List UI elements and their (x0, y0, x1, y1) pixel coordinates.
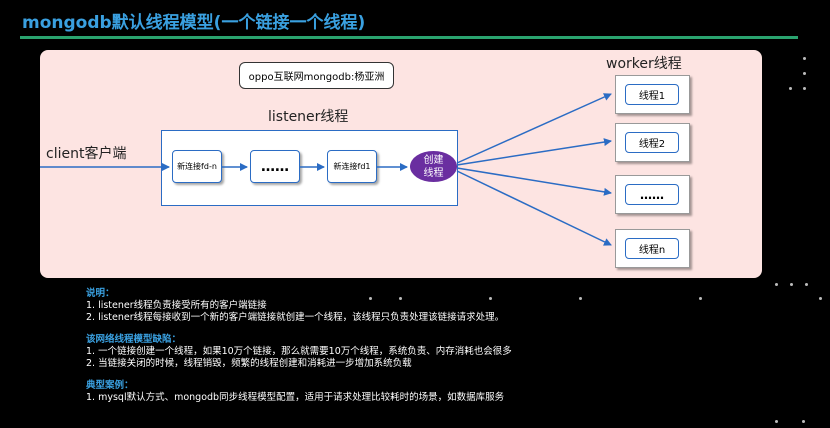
notes-item: 1. mysql默认方式、mongodb同步线程模型配置，适用于请求处理比较耗时… (86, 392, 505, 403)
decor-dot (399, 297, 402, 300)
arrow-to-worker-ellipsis (456, 167, 612, 196)
decor-dot (790, 283, 793, 286)
notes-item: 2. 当链接关闭的时候，线程销毁，频繁的线程创建和消耗进一步增加系统负载 (86, 358, 412, 369)
ellipsis-node: …… (250, 150, 300, 183)
create-thread-line1: 创建 (423, 154, 444, 166)
decor-dot (579, 297, 582, 300)
notes-item: 1. 一个链接创建一个线程，如果10万个链接，那么就需要10万个线程，系统负责、… (86, 346, 512, 357)
decor-dot (803, 72, 806, 75)
decor-dot (369, 297, 372, 300)
worker-box-1: 线程1 (615, 75, 690, 114)
arrow-to-worker-2 (456, 138, 612, 166)
worker-thread-2: 线程2 (625, 132, 679, 153)
worker-box-2: 线程2 (615, 123, 690, 162)
create-thread-line2: 线程 (423, 167, 444, 179)
decor-dot (803, 87, 806, 90)
worker-label: worker线程 (606, 56, 682, 72)
decor-dot (789, 87, 792, 90)
listener-label: listener线程 (268, 109, 349, 125)
new-conn-1-node: 新连接fd1 (327, 150, 377, 183)
decor-dot (802, 420, 805, 423)
notes-section: 说明： 1. listener线程负责接受所有的客户端链接 2. listene… (86, 288, 512, 404)
title-underline (20, 36, 798, 39)
new-conn-n-node: 新连接fd-n (172, 150, 222, 183)
notes-heading-2: 该网络线程模型缺陷： (86, 334, 182, 345)
worker-box-n: 线程n (615, 229, 690, 268)
arrow-to-worker-1 (456, 93, 612, 164)
decor-dot (819, 297, 822, 300)
client-label: client客户端 (46, 146, 127, 162)
arrow-to-worker-n (456, 170, 612, 246)
decor-dot (775, 420, 778, 423)
author-credit: oppo互联网mongodb:杨亚洲 (239, 62, 394, 89)
worker-thread-ellipsis: …… (625, 184, 679, 205)
notes-heading-1: 说明： (86, 288, 115, 299)
decor-dot (775, 283, 778, 286)
notes-item: 2. listener线程每接收到一个新的客户端链接就创建一个线程，该线程只负责… (86, 312, 505, 323)
notes-item: 1. listener线程负责接受所有的客户端链接 (86, 300, 267, 311)
worker-thread-1: 线程1 (625, 84, 679, 105)
decor-dot (803, 57, 806, 60)
decor-dot (805, 283, 808, 286)
create-thread-node: 创建 线程 (410, 151, 457, 182)
worker-thread-n: 线程n (625, 238, 679, 259)
decor-dot (489, 297, 492, 300)
notes-heading-3: 典型案例： (86, 380, 134, 391)
decor-dot (699, 297, 702, 300)
worker-box-ellipsis: …… (615, 175, 690, 214)
page-title: mongodb默认线程模型(一个链接一个线程) (22, 13, 366, 33)
